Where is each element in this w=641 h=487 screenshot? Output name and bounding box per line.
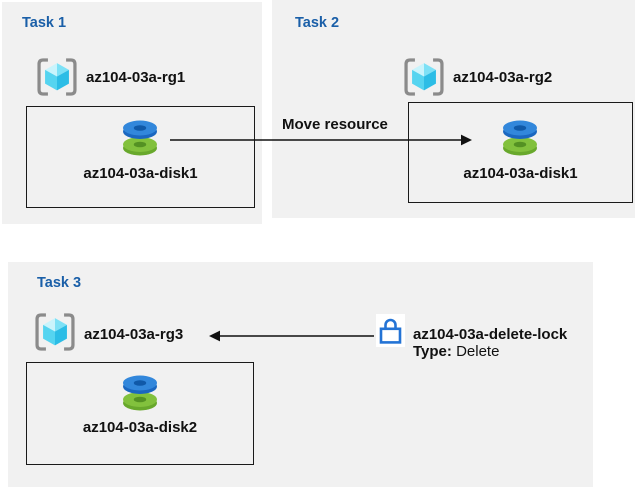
lock-icon <box>379 318 402 344</box>
task1-panel <box>2 2 262 224</box>
disk-icon <box>503 120 537 156</box>
lock-name: az104-03a-delete-lock <box>413 326 568 343</box>
resource-group-name: az104-03a-rg2 <box>453 69 553 86</box>
resource-group-icon <box>404 58 444 96</box>
lock-type-line: Type: Delete <box>413 343 567 360</box>
disk-name: az104-03a-disk1 <box>463 165 578 182</box>
task3-panel <box>8 262 593 487</box>
disk-icon <box>123 375 157 411</box>
lock-type-label: Type: <box>413 343 452 360</box>
resource-group-name: az104-03a-rg1 <box>86 69 186 86</box>
disk1-destination-box <box>408 102 633 203</box>
task2-heading: Task 2 <box>295 15 340 31</box>
move-resource-label: Move resource <box>282 116 388 133</box>
lock-annotation: az104-03a-delete-lock Type: Delete <box>413 326 567 360</box>
task1-heading: Task 1 <box>22 15 67 31</box>
disk2-box <box>26 362 254 465</box>
disk-name: az104-03a-disk2 <box>82 419 198 436</box>
disk1-source-box <box>26 106 255 208</box>
disk-icon <box>123 120 157 156</box>
resource-group-icon <box>37 58 77 96</box>
task2-panel <box>272 0 635 218</box>
resource-group-name: az104-03a-rg3 <box>84 326 184 343</box>
task3-heading: Task 3 <box>37 275 82 291</box>
resource-group-icon <box>35 313 75 351</box>
lock-type-value: Delete <box>456 343 500 360</box>
disk-name: az104-03a-disk1 <box>83 165 198 182</box>
lock-icon-container <box>376 314 405 347</box>
